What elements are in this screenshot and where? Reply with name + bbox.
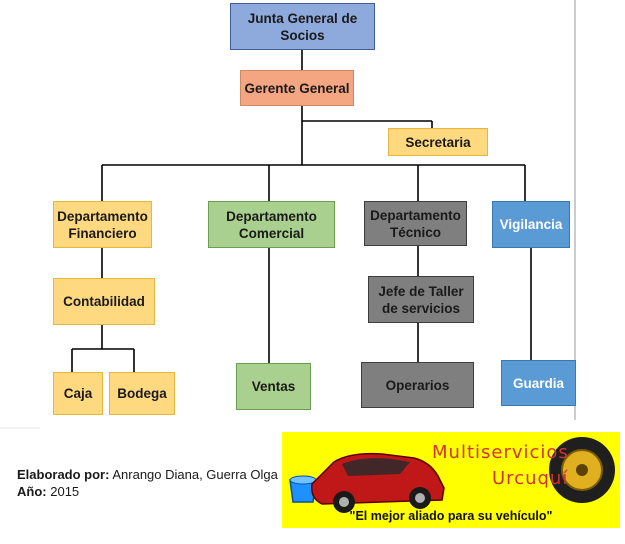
- anio-label: Año:: [17, 484, 47, 499]
- guardia-box: Guardia: [501, 360, 576, 406]
- gerente-general-label: Gerente General: [244, 80, 350, 96]
- elaborado-value: Anrango Diana, Guerra Olga: [112, 467, 278, 482]
- junta-general-label: Junta General de Socios: [247, 10, 358, 43]
- company-name-line2: Urcuquí: [492, 468, 569, 489]
- credits-author: Elaborado por: Anrango Diana, Guerra Olg…: [17, 467, 278, 482]
- operarios-box: Operarios: [361, 362, 474, 408]
- company-slogan: "El mejor aliado para su vehículo": [349, 509, 553, 523]
- jefe-taller-box: Jefe de Taller de servicios: [368, 276, 474, 323]
- contabilidad-box: Contabilidad: [53, 278, 155, 325]
- company-name-line1: Multiservicios: [432, 442, 569, 463]
- vigilancia-label: Vigilancia: [499, 217, 563, 232]
- departamento-comercial-label: Departamento Comercial: [226, 208, 317, 241]
- anio-value: 2015: [50, 484, 80, 499]
- bodega-box: Bodega: [109, 372, 175, 415]
- departamento-tecnico-label: Departamento Técnico: [370, 207, 461, 240]
- credits-year: Año: 2015: [17, 484, 79, 499]
- secretaria-box: Secretaria: [388, 128, 488, 156]
- car-logo-icon: [289, 437, 615, 513]
- departamento-financiero-label: Departamento Financiero: [57, 208, 148, 241]
- bodega-label: Bodega: [117, 386, 167, 401]
- contabilidad-label: Contabilidad: [63, 294, 145, 309]
- ventas-box: Ventas: [236, 363, 311, 410]
- ventas-label: Ventas: [251, 379, 296, 394]
- elaborado-label: Elaborado por:: [17, 467, 110, 482]
- guardia-label: Guardia: [512, 375, 564, 391]
- departamento-tecnico-box: Departamento Técnico: [364, 201, 467, 246]
- caja-box: Caja: [53, 372, 103, 415]
- departamento-comercial-box: Departamento Comercial: [208, 201, 335, 248]
- secretaria-label: Secretaria: [405, 134, 471, 150]
- junta-general-box: Junta General de Socios: [230, 3, 375, 50]
- caja-label: Caja: [63, 386, 93, 401]
- jefe-taller-label: Jefe de Taller de servicios: [378, 283, 464, 316]
- departamento-financiero-box: Departamento Financiero: [53, 201, 152, 248]
- gerente-general-box: Gerente General: [240, 70, 354, 106]
- company-logo-banner: Multiservicios Urcuquí "El mejor aliado …: [282, 432, 620, 528]
- operarios-label: Operarios: [385, 377, 450, 393]
- vigilancia-box: Vigilancia: [492, 201, 570, 248]
